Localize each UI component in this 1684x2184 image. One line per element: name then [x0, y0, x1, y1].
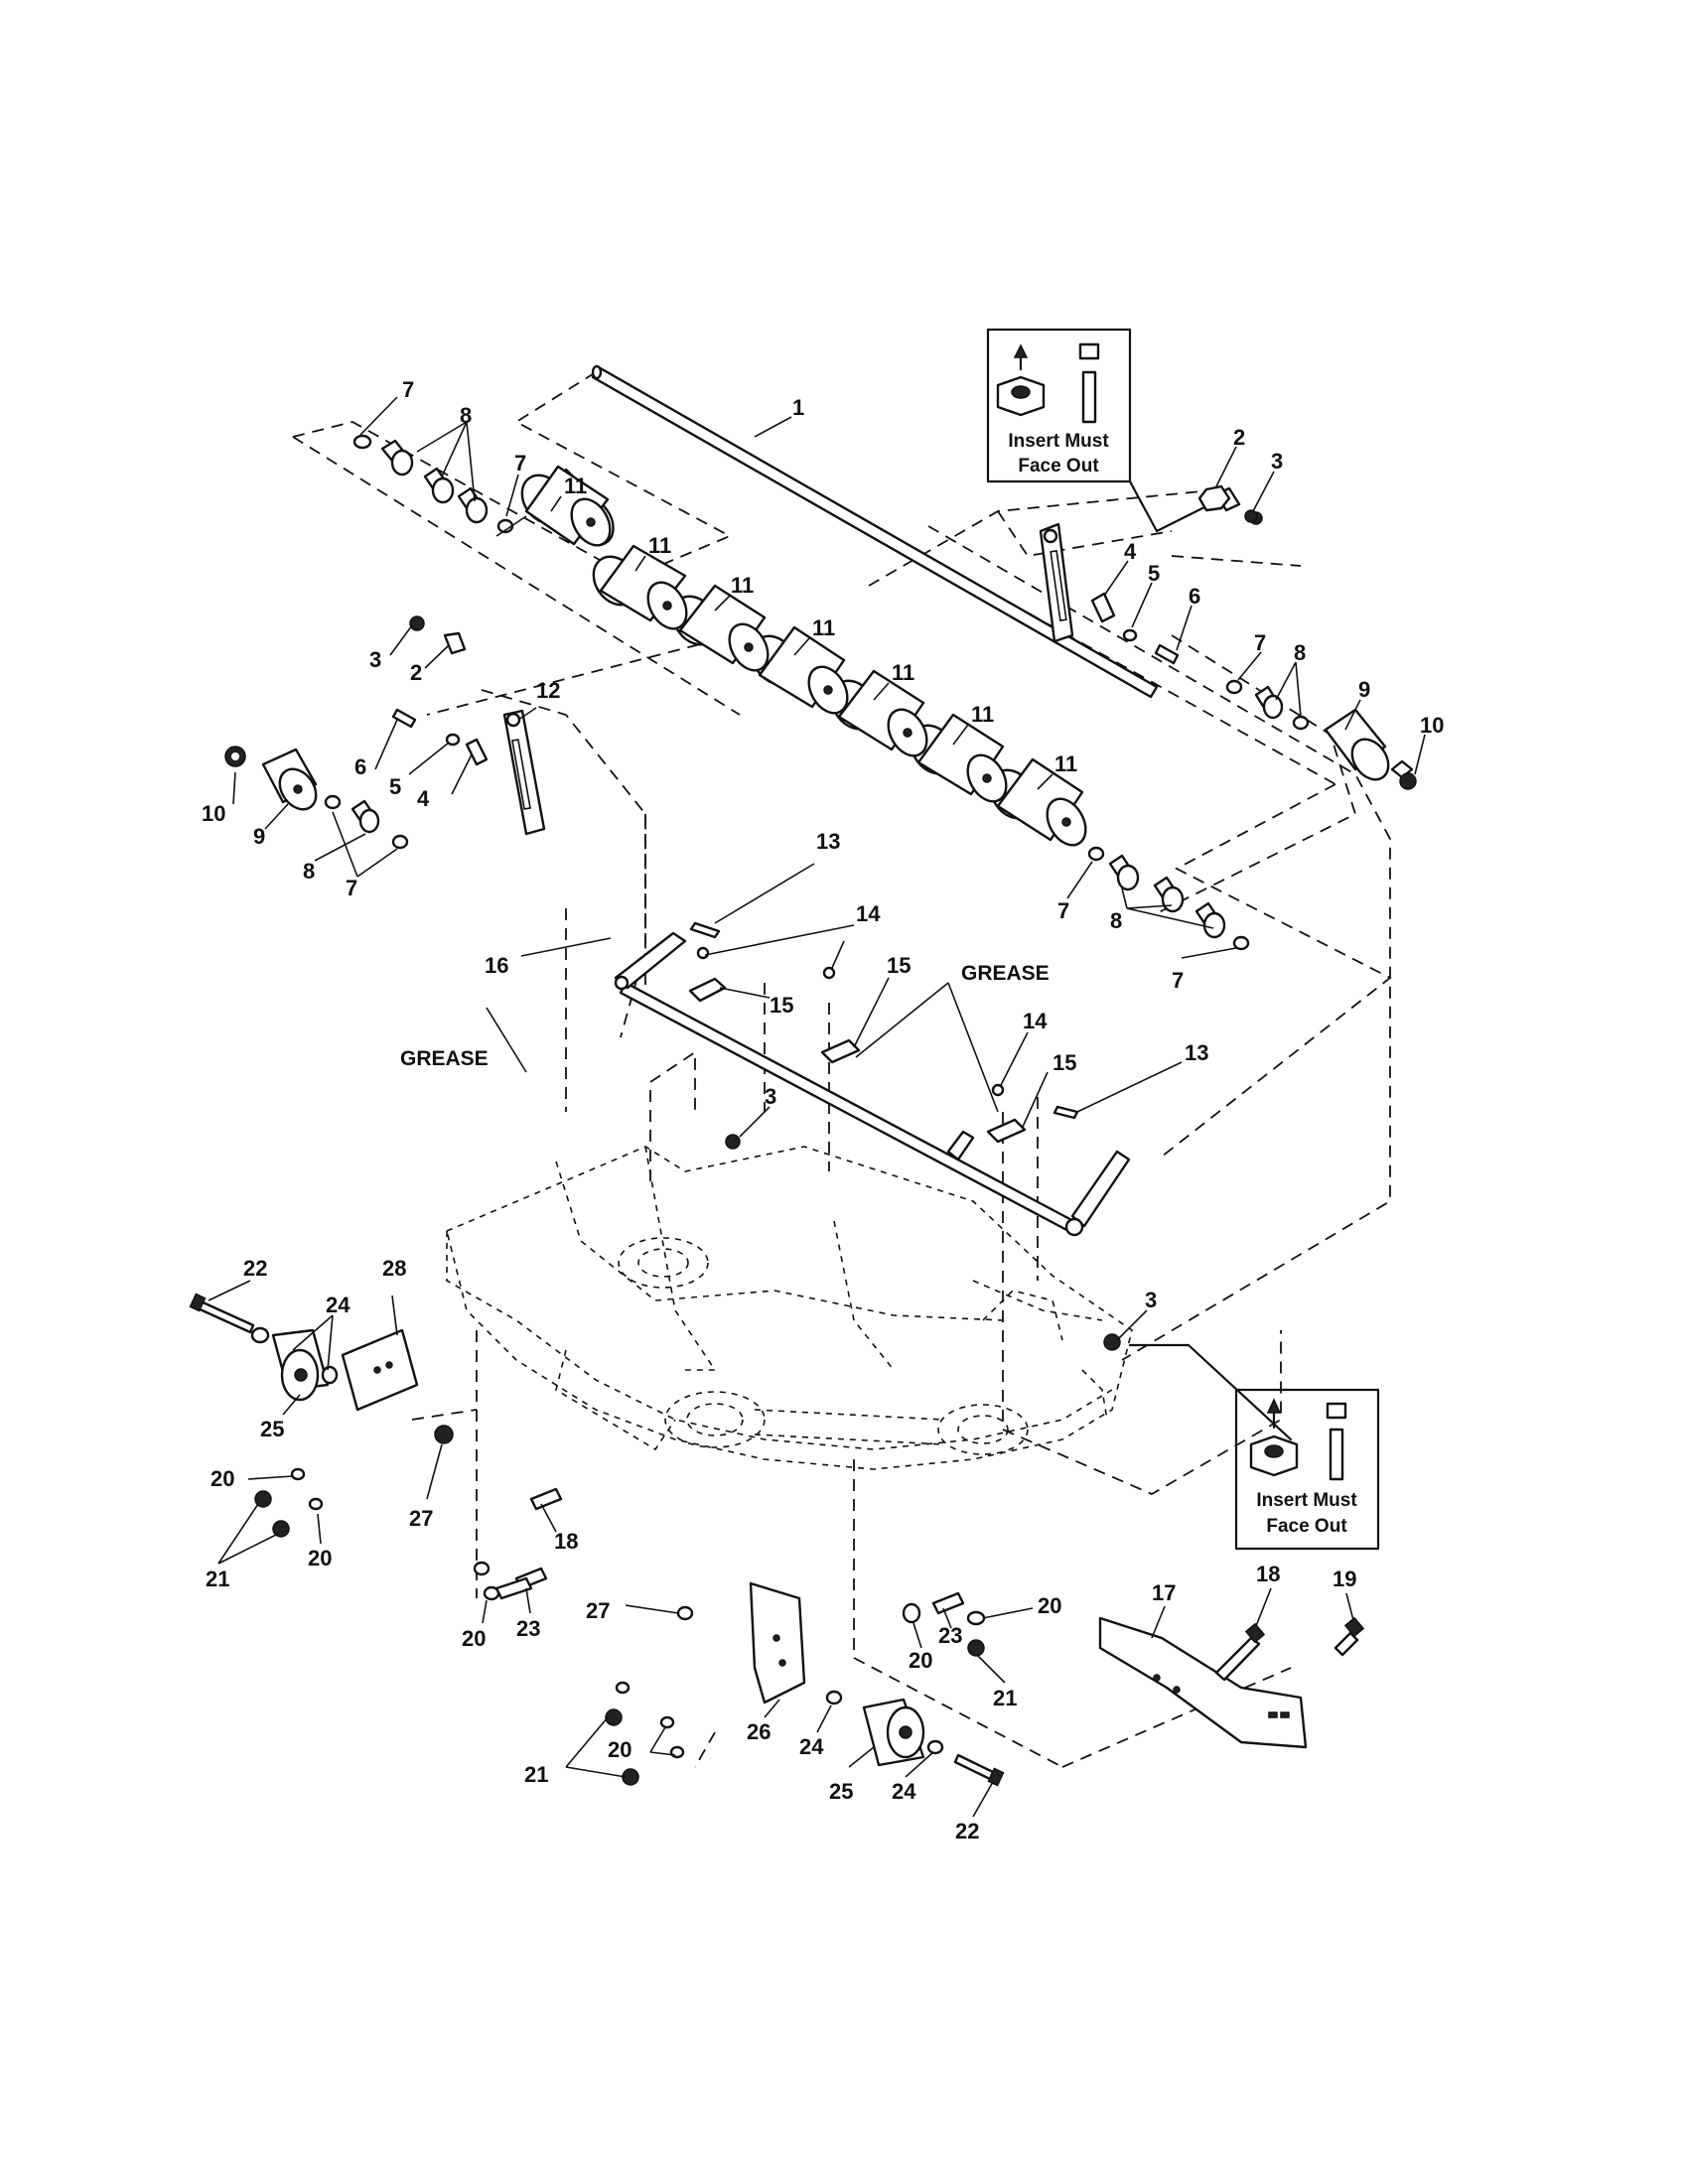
callout-4-a: 4 [1124, 539, 1137, 564]
spacers-top-left [352, 434, 514, 534]
callout-3-b: 3 [369, 647, 381, 672]
callout-21-a: 21 [206, 1567, 229, 1591]
callout-11-b: 11 [648, 533, 671, 558]
callout-27-b: 27 [586, 1598, 610, 1623]
spacers-right [1087, 846, 1250, 951]
callout-12: 12 [536, 678, 560, 703]
callout-10-b: 10 [202, 801, 225, 826]
insert-box-top-line2: Face Out [1018, 456, 1099, 477]
callout-24-b: 24 [799, 1734, 824, 1759]
callout-2-a: 2 [1233, 425, 1245, 450]
callout-14-a: 14 [856, 901, 881, 926]
callout-11-a: 11 [564, 474, 587, 498]
callout-4-b: 4 [417, 786, 430, 811]
callout-27-a: 27 [409, 1506, 433, 1531]
callout-16: 16 [485, 953, 508, 978]
callout-7-f: 7 [1172, 968, 1184, 993]
callout-8-c: 8 [303, 859, 315, 884]
callout-15-a: 15 [770, 993, 793, 1018]
callout-11-c: 11 [731, 573, 754, 598]
callout-8-d: 8 [1110, 908, 1122, 933]
grease-label-left: GREASE [400, 1047, 489, 1070]
leader-lines [208, 396, 1426, 1818]
callout-9-b: 9 [253, 824, 265, 849]
bottom-wheel-assembly [473, 1561, 1005, 1787]
callout-13-a: 13 [816, 829, 840, 854]
callout-3-d: 3 [1145, 1288, 1157, 1312]
callout-14-b: 14 [1023, 1009, 1048, 1033]
callout-11-d: 11 [812, 615, 835, 640]
mower-deck [446, 1146, 1133, 1470]
callout-22-b: 22 [955, 1819, 979, 1843]
callout-7-d: 7 [346, 876, 357, 900]
callout-3-a: 3 [1271, 449, 1283, 474]
callout-5-a: 5 [1148, 561, 1160, 586]
callout-11-e: 11 [892, 660, 914, 685]
callout-20-f: 20 [909, 1648, 932, 1673]
callout-7-e: 7 [1057, 898, 1069, 923]
callout-23-a: 23 [516, 1616, 540, 1641]
callout-18-b: 18 [1256, 1562, 1280, 1586]
callout-20-c: 20 [462, 1626, 486, 1651]
gauge-roller-right [1225, 679, 1417, 790]
callout-3-c: 3 [765, 1084, 776, 1109]
left-wheel-assembly [189, 1293, 563, 1601]
callout-2-b: 2 [410, 660, 422, 685]
callout-15-b: 15 [887, 953, 911, 978]
rollers [520, 465, 1087, 847]
callout-8-b: 8 [1294, 640, 1306, 665]
callout-24-c: 24 [892, 1779, 916, 1804]
callout-20-b: 20 [308, 1546, 332, 1570]
callout-9-a: 9 [1358, 677, 1370, 702]
callout-21-b: 21 [524, 1762, 548, 1787]
callout-10-a: 10 [1420, 713, 1444, 738]
callout-24-a: 24 [326, 1293, 351, 1317]
callout-6-b: 6 [354, 754, 366, 779]
callout-11-g: 11 [1054, 751, 1077, 776]
callout-26: 26 [747, 1719, 771, 1744]
callout-8-a: 8 [460, 403, 472, 428]
callout-23-b: 23 [938, 1623, 962, 1648]
height-bracket-left [391, 615, 546, 836]
insert-box-bottom-line2: Face Out [1266, 1516, 1347, 1537]
callout-28: 28 [382, 1256, 406, 1281]
callout-25-b: 25 [829, 1779, 853, 1804]
grease-label-right: GREASE [961, 962, 1050, 985]
insert-box-top-line1: Insert Must [1008, 431, 1109, 452]
insert-box-bottom: Insert Must Face Out [1103, 1333, 1380, 1551]
callout-17: 17 [1152, 1580, 1176, 1605]
callouts: 7 1 2 3 4 5 6 8 7 11 11 11 11 11 11 11 7… [202, 377, 1444, 1843]
insert-box-top: Insert Must Face Out [986, 328, 1258, 533]
callout-25-a: 25 [260, 1417, 284, 1441]
callout-1: 1 [792, 395, 804, 420]
callout-21-c: 21 [993, 1686, 1017, 1710]
callout-7-c: 7 [1254, 630, 1266, 655]
callout-13-b: 13 [1185, 1040, 1208, 1065]
anti-scalp-bar [614, 921, 1131, 1237]
gauge-roller-left [224, 746, 409, 850]
callout-20-a: 20 [210, 1466, 234, 1491]
callout-5-b: 5 [389, 774, 401, 799]
insert-box-bottom-line1: Insert Must [1256, 1490, 1357, 1511]
callout-6-a: 6 [1189, 584, 1200, 609]
callout-20-d: 20 [608, 1737, 632, 1762]
callout-22-a: 22 [243, 1256, 267, 1281]
callout-7-a: 7 [402, 377, 414, 402]
callout-7-b: 7 [514, 451, 526, 476]
callout-18-a: 18 [554, 1529, 578, 1554]
callout-19: 19 [1333, 1567, 1356, 1591]
callout-20-e: 20 [1038, 1593, 1061, 1618]
callout-11-f: 11 [971, 702, 994, 727]
deck-shield [1098, 1616, 1365, 1749]
deck-nut [725, 1134, 741, 1150]
callout-15-c: 15 [1052, 1050, 1076, 1075]
roller-shaft [591, 364, 1159, 699]
